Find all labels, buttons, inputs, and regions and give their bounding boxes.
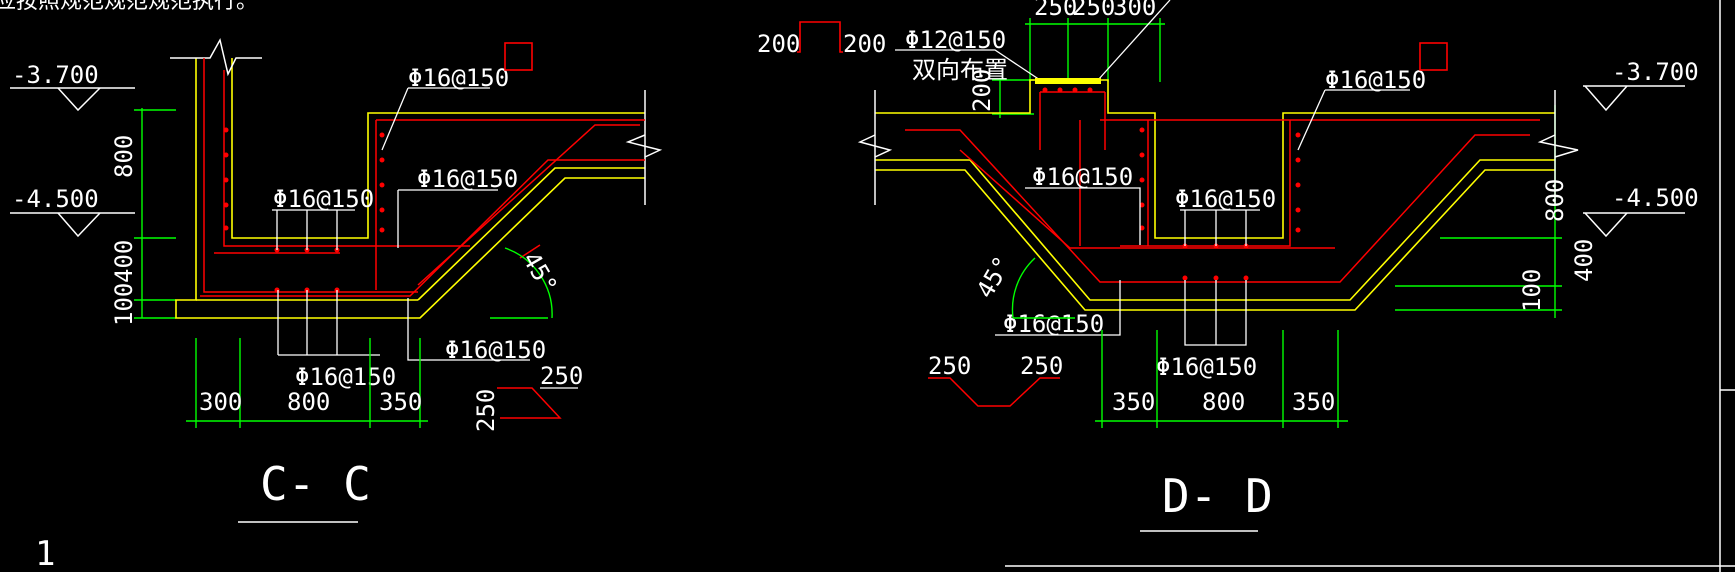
dd-concrete-outline [875, 79, 1555, 311]
dd-red-marker [1419, 42, 1448, 71]
dd-elevation-bottom: -4.500 [1583, 184, 1699, 238]
cc-rebar-label-4: Φ16@150 [295, 363, 396, 391]
cc-horizontal-dimension [186, 338, 428, 428]
cc-rebar [200, 58, 645, 297]
cc-rebar-dots [223, 127, 385, 293]
dd-dim-100: 100 [1518, 269, 1546, 312]
cc-elevation-top: -3.700 [10, 61, 135, 112]
section-cc: -3.700 -4.500 800 400 100 [10, 37, 663, 523]
cc-break-right [625, 90, 663, 205]
cc-rebar-label-1: Φ16@150 [408, 64, 509, 92]
dd-hook-shape [928, 377, 1060, 407]
dd-break-right [1537, 90, 1579, 205]
dd-rebar-label-1: Φ16@150 [1325, 66, 1426, 94]
dd-top-dim-2: 250 [1072, 0, 1115, 21]
cc-dim-350: 350 [379, 388, 422, 416]
dd-rebar-label-2: Φ16@150 [1032, 163, 1133, 191]
dd-angle-label: 45° [971, 251, 1017, 303]
section-dd: 250 250 300 200 Φ12@150 双向布置 -3.700 -4.5… [857, 0, 1699, 532]
dd-rebar-top-note: 双向布置 [912, 56, 1008, 84]
legend-bar-left: 200 [757, 30, 800, 58]
dd-dim-800: 800 [1202, 388, 1245, 416]
cc-hook-shape [497, 387, 562, 419]
cc-leaders [272, 87, 530, 361]
cc-hook-dim-2: 250 [472, 389, 500, 432]
cc-dim-400: 400 [110, 240, 138, 283]
top-note: 应按照规范规范规范执行。 [0, 0, 258, 14]
page-number: 1 [35, 534, 55, 572]
cc-elev-bottom-label: -4.500 [12, 185, 99, 213]
cc-break-top [170, 37, 262, 77]
cc-rebar-label-5: Φ16@150 [445, 336, 546, 364]
cc-title: C- C [260, 457, 371, 511]
legend-bar: 200 200 [757, 21, 886, 58]
cc-dim-800-vertical: 800 [110, 135, 138, 178]
cc-red-marker [504, 42, 533, 71]
dd-angle-arc [1011, 257, 1036, 319]
dd-elevation-top: -3.700 [1583, 58, 1699, 112]
cc-concrete-outline [175, 58, 645, 319]
dd-title: D- D [1162, 469, 1273, 523]
cc-vertical-dimension [134, 108, 176, 319]
dd-rebar-label-5: Φ16@150 [1156, 353, 1257, 381]
dd-break-left [857, 90, 893, 205]
cc-rebar-label-3: Φ16@150 [273, 185, 374, 213]
dd-pit-depth: 200 [968, 69, 996, 112]
cc-elevation-bottom: -4.500 [10, 185, 135, 238]
cc-dim-300: 300 [199, 388, 242, 416]
cc-rebar-label-2: Φ16@150 [417, 165, 518, 193]
dd-rebar-top: Φ12@150 [905, 26, 1006, 54]
dd-top-dim-1: 250 [1034, 0, 1077, 21]
dd-dim-350-right: 350 [1292, 388, 1335, 416]
dd-vertical-dimension [1395, 105, 1562, 318]
cc-angle-arc [504, 247, 553, 319]
cc-dim-800: 800 [287, 388, 330, 416]
dd-hook-dim-1: 250 [928, 352, 971, 380]
dd-rebar-label-4: Φ16@150 [1003, 310, 1104, 338]
dd-leaders [995, 89, 1410, 346]
drawing-border [1005, 0, 1735, 572]
dd-dim-350-left: 350 [1112, 388, 1155, 416]
dd-dim-400: 400 [1570, 239, 1598, 282]
dd-rebar-label-3: Φ16@150 [1175, 185, 1276, 213]
cc-elev-top-label: -3.700 [12, 61, 99, 89]
dd-top-dim-3: 300 [1113, 0, 1156, 21]
cc-hook-dim-1: 250 [540, 362, 583, 390]
dd-elev-top-label: -3.700 [1612, 58, 1699, 86]
legend-bar-right: 200 [843, 30, 886, 58]
dd-top-dimension [1025, 18, 1165, 82]
dd-elev-bottom-label: -4.500 [1612, 184, 1699, 212]
cc-dim-100: 100 [110, 283, 138, 326]
dd-hook-dim-2: 250 [1020, 352, 1063, 380]
dd-horizontal-dimension [1095, 330, 1348, 428]
